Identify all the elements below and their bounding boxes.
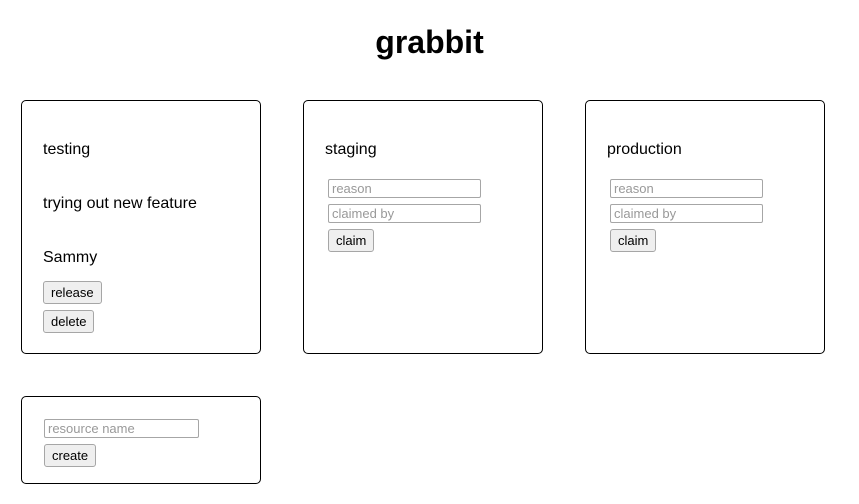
resource-claimed-by-testing: Sammy: [43, 249, 98, 266]
delete-button[interactable]: delete: [43, 310, 95, 333]
resource-actions-testing: release delete: [43, 281, 243, 333]
resource-name-staging: staging: [325, 141, 377, 158]
claim-form-production: claim: [610, 179, 763, 252]
create-resource-form: create: [44, 419, 199, 467]
claim-button-staging[interactable]: claim: [328, 229, 375, 252]
claimed-by-input-production[interactable]: [610, 204, 763, 223]
release-button[interactable]: release: [43, 281, 102, 304]
create-button[interactable]: create: [44, 444, 97, 467]
page-title: grabbit: [375, 24, 484, 60]
resource-card-testing: testing trying out new feature Sammy rel…: [21, 100, 261, 354]
resource-cards-row: testing trying out new feature Sammy rel…: [21, 100, 825, 354]
create-resource-card: create: [21, 396, 261, 484]
reason-input-production[interactable]: [610, 179, 763, 198]
resource-name-production: production: [607, 141, 682, 158]
resource-card-staging: staging claim: [303, 100, 543, 354]
reason-input-staging[interactable]: [328, 179, 481, 198]
claimed-resource-details: testing trying out new feature Sammy rel…: [43, 141, 243, 339]
claim-button-production[interactable]: claim: [610, 229, 657, 252]
resource-name-testing: testing: [43, 141, 91, 158]
claim-form-staging: claim: [328, 179, 481, 252]
resource-name-input[interactable]: [44, 419, 199, 438]
resource-reason-testing: trying out new feature: [43, 195, 197, 212]
claimed-by-input-staging[interactable]: [328, 204, 481, 223]
resource-card-production: production claim: [585, 100, 825, 354]
